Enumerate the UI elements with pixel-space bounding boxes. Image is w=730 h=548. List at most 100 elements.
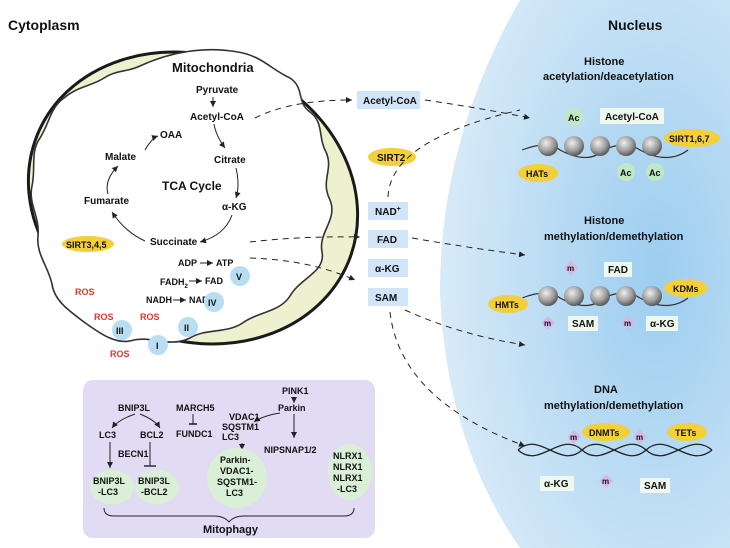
dna-m-1: m	[570, 433, 577, 442]
complex-v: V	[236, 272, 242, 282]
complex-iii: III	[116, 326, 124, 336]
m-bottom-1: m	[544, 319, 551, 328]
acetyl-coa-box-label: Acetyl-CoA	[363, 96, 417, 107]
fad-mito-label: FAD	[205, 276, 224, 286]
fumarate-label: Fumarate	[84, 196, 129, 207]
mito-title: Mitochondria	[172, 60, 254, 75]
pyruvate-label: Pyruvate	[196, 85, 239, 96]
parkin-label: Parkin	[278, 403, 306, 413]
complex-line-1: Parkin-	[220, 455, 251, 465]
mitochondrion	[26, 48, 360, 346]
sirt2-badge	[368, 148, 416, 166]
sirt345-label: SIRT3,4,5	[66, 240, 107, 250]
acetyl-coa-mito-label: Acetyl-CoA	[190, 112, 244, 123]
nucleus-label: Nucleus	[608, 17, 663, 33]
akg-mito-label: α-KG	[222, 202, 247, 213]
acetyl-coa-nuc-box	[600, 108, 664, 124]
bnip3l-label: BNIP3L	[118, 403, 151, 413]
nipsnap-label: NIPSNAP1/2	[264, 445, 317, 455]
vdac1-label: VDAC1	[229, 412, 260, 422]
bnip3l-bcl2-line2: -BCL2	[141, 487, 168, 497]
cytoplasm-label: Cytoplasm	[8, 17, 80, 33]
dnmts-label: DNMTs	[589, 428, 619, 438]
acetyl-coa-box	[357, 91, 420, 109]
fad-box-label: FAD	[377, 235, 397, 246]
tca-cycle-label: TCA Cycle	[162, 179, 222, 193]
ac-bottom-2: Ac	[649, 168, 661, 178]
fad-nuc-label: FAD	[608, 265, 628, 276]
nucleosomes-row-2	[521, 286, 689, 307]
bcl2-label: BCL2	[140, 430, 164, 440]
ros-3: ROS	[140, 312, 160, 322]
sam-nuc-box	[568, 316, 598, 331]
sam-box-label: SAM	[375, 293, 397, 304]
atp-label: ATP	[216, 258, 233, 268]
nadh-label: NADH	[146, 295, 172, 305]
sirt167-label: SIRT1,6,7	[669, 134, 710, 144]
becn1-label: BECN1	[118, 449, 149, 459]
hmts-badge	[488, 295, 528, 313]
hats-label: HATs	[526, 169, 548, 179]
hist-methyl-title-2: methylation/demethylation	[544, 231, 684, 243]
dnmts-badge	[582, 423, 630, 441]
m-bottom-2: m	[624, 319, 631, 328]
complex-i: I	[156, 341, 159, 351]
sirt167-badge	[664, 129, 720, 147]
hist-acetyl-title-1: Histone	[584, 56, 624, 68]
complex-line-3: SQSTM1-	[217, 477, 257, 487]
dna-helix	[517, 443, 713, 457]
tets-badge	[667, 423, 707, 441]
march5-label: MARCH5	[176, 403, 215, 413]
dashed-arrows	[249, 97, 531, 447]
nlrx1-line-4: -LC3	[337, 484, 357, 494]
acetyl-coa-nuc-label: Acetyl-CoA	[605, 112, 659, 123]
akg-nuc-label: α-KG	[650, 319, 675, 330]
bnip3l-lc3-line2: -LC3	[98, 487, 118, 497]
etc-complexes: I II III IV V	[112, 266, 250, 355]
akg-nuc-box	[646, 316, 678, 331]
complex-iv: IV	[208, 298, 217, 308]
nlrx1-line-2: NLRX1	[333, 462, 363, 472]
succinate-label: Succinate	[150, 237, 198, 248]
complex-ii: II	[184, 323, 189, 333]
nlrx1-line-3: NLRX1	[333, 473, 363, 483]
nad-box	[368, 202, 408, 220]
lc3-mid-label: LC3	[222, 432, 239, 442]
ac-bottom-1: Ac	[620, 168, 632, 178]
ros-4: ROS	[110, 349, 130, 359]
lc3-left-label: LC3	[99, 430, 116, 440]
nucleus-region	[440, 0, 730, 548]
dna-m-2: m	[636, 433, 643, 442]
citrate-label: Citrate	[214, 155, 246, 166]
fad-nuc-box	[604, 262, 632, 277]
nucleosomes-row-1	[521, 136, 689, 159]
kdms-label: KDMs	[673, 284, 699, 294]
mitophagy-title: Mitophagy	[203, 524, 259, 536]
sam-box	[368, 288, 408, 306]
akg-box	[368, 259, 408, 277]
ros-2: ROS	[94, 312, 114, 322]
pink1-label: PINK1	[282, 386, 309, 396]
inner-membrane	[30, 48, 333, 343]
dna-title-1: DNA	[594, 384, 618, 396]
complex-line-4: LC3	[226, 488, 243, 498]
m-top: m	[567, 264, 574, 273]
hist-acetyl-title-2: acetylation/deacetylation	[543, 71, 674, 83]
dna-sam-box	[640, 478, 670, 493]
dna-title-2: methylation/demethylation	[544, 400, 684, 412]
mitophagy-brace	[103, 507, 355, 523]
dna-m-3: m	[602, 477, 609, 486]
hist-methyl-title-1: Histone	[584, 215, 624, 227]
tets-label: TETs	[675, 428, 696, 438]
fundc1-label: FUNDC1	[176, 429, 213, 439]
bnip3l-lc3-line1: BNIP3L	[93, 476, 126, 486]
sirt2-label: SIRT2	[377, 153, 406, 164]
sqstm1-label: SQSTM1	[222, 422, 259, 432]
sam-nuc-label: SAM	[572, 319, 594, 330]
hats-badge	[518, 164, 558, 182]
hmts-label: HMTs	[495, 300, 519, 310]
adp-label: ADP	[178, 258, 197, 268]
kdms-badge	[664, 279, 708, 297]
malate-label: Malate	[105, 152, 137, 163]
